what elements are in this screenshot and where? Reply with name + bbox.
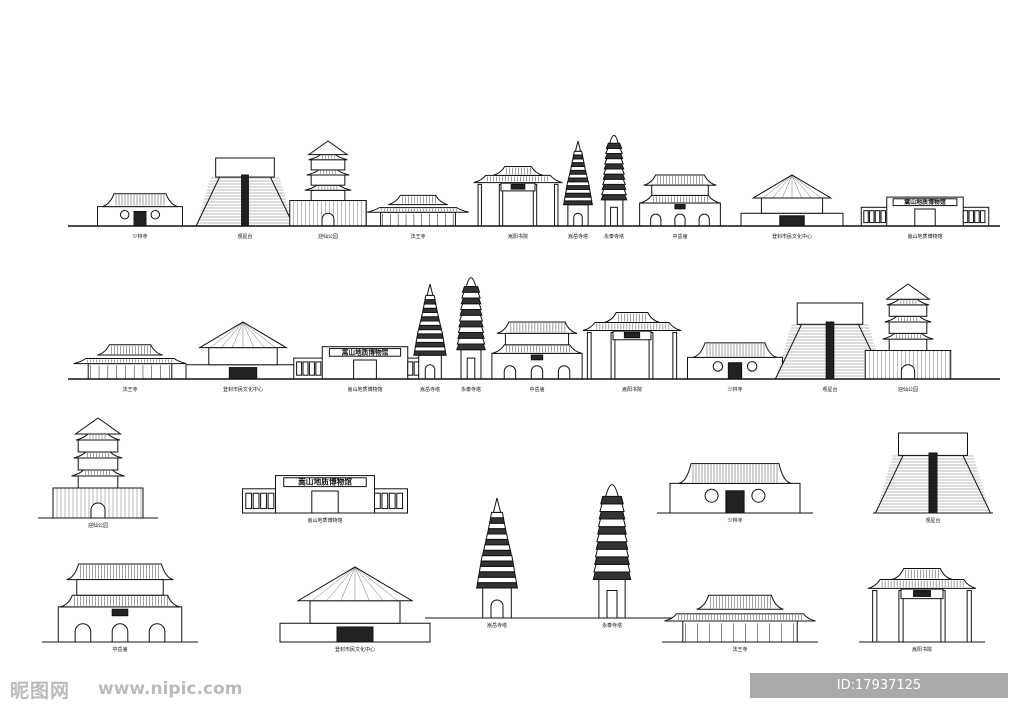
landmark-label: 法王寺 (732, 646, 747, 653)
watermark-id: ID:17937125 NO:20260313191950757108 (750, 673, 1008, 713)
landmark-civic: 登封市民文化中心 (185, 321, 301, 393)
landmark-temple: 中岳庙 (639, 174, 721, 240)
landmark-label: 法王寺 (122, 386, 137, 393)
landmark-single-wide: 法王寺 (662, 594, 818, 653)
landmark-label: 嵩阳书院 (622, 386, 642, 393)
landmark-label: 永泰寺塔 (604, 233, 624, 240)
landmark-label: 迎仙公园 (898, 386, 918, 393)
landmark-label: 中岳庙 (672, 233, 687, 240)
landmark-label: 嵩山地质博物馆 (907, 233, 942, 240)
landmark-label: 观星台 (237, 233, 252, 240)
landmark-label: 中岳庙 (529, 386, 544, 393)
landmark-label: 登封市民文化中心 (772, 233, 812, 240)
landmark-single-obs: 观星台 (873, 432, 993, 524)
landmark-slim: 永泰寺塔 (600, 134, 628, 240)
skyline-row-1: 少林寺 观星台 迎仙公园 法王寺 嵩阳书院 嵩岳寺塔 永泰寺塔 中岳庙 登封市民文化中心 嵩山地质… (68, 134, 1000, 240)
landmark-label: 嵩阳书院 (912, 646, 932, 653)
landmark-single-hall: 少林寺 (657, 463, 813, 524)
landmark-label: 嵩岳寺塔 (568, 233, 588, 240)
landmark-label: 登封市民文化中心 (335, 646, 375, 653)
landmark-civic: 登封市民文化中心 (740, 174, 844, 240)
landmark-label: 登封市民文化中心 (223, 386, 263, 393)
landmark-label: 迎仙公园 (318, 233, 338, 240)
landmark-label: 观星台 (925, 517, 940, 524)
landmark-label: 嵩山地质博物馆 (347, 386, 382, 393)
landmark-wide: 法王寺 (367, 194, 469, 240)
landmark-label: 观星台 (822, 386, 837, 393)
landmark-single-tower: 迎仙公园 (38, 417, 158, 529)
landmark-single-pagoda: 嵩岳寺塔 (425, 497, 569, 629)
museum-sign: 嵩山地质博物馆 (904, 198, 946, 206)
landmark-single-slim: 永泰寺塔 (537, 484, 687, 629)
skyline-row-2: 法王寺登封市民文化中心嵩山地质博物馆嵩山地质博物馆嵩岳寺塔永泰寺塔中岳庙嵩阳书院… (68, 277, 1000, 393)
landmark-label: 永泰寺塔 (602, 622, 622, 629)
landmark-obs: 观星台 (774, 302, 886, 393)
museum-sign: 嵩山地质博物馆 (298, 476, 352, 486)
landmark-wide: 法王寺 (73, 344, 187, 393)
landmark-tower: 迎仙公园 (864, 283, 952, 393)
landmark-hall: 少林寺 (97, 193, 183, 240)
landmark-pagoda: 嵩岳寺塔 (413, 283, 447, 393)
landmark-hall: 少林寺 (687, 342, 783, 393)
landmark-label: 嵩岳寺塔 (420, 386, 440, 393)
landmark-single-civic: 登封市民文化中心 (279, 566, 431, 653)
landmark-tower: 迎仙公园 (289, 140, 367, 240)
landmark-label: 永泰寺塔 (461, 386, 481, 393)
watermark-url: www.nipic.com (98, 679, 243, 699)
landmark-label: 迎仙公园 (88, 522, 108, 529)
landmark-label: 少林寺 (727, 386, 742, 393)
landmark-label: 嵩阳书院 (508, 233, 528, 240)
landmark-label: 嵩山地质博物馆 (307, 517, 342, 524)
landmark-label: 少林寺 (132, 233, 147, 240)
landmark-single-temple: 中岳庙 (42, 563, 198, 653)
watermark-logo: 昵图网 (10, 680, 71, 702)
landmark-slim: 永泰寺塔 (456, 277, 486, 393)
landmark-gate: 嵩阳书院 (473, 166, 563, 240)
landmark-gate: 嵩阳书院 (582, 312, 682, 393)
landmark-pagoda: 嵩岳寺塔 (562, 140, 594, 240)
landmark-temple: 中岳庙 (491, 321, 583, 393)
landmark-label: 中岳庙 (112, 646, 127, 653)
museum-sign: 嵩山地质博物馆 (342, 347, 389, 356)
landmark-label: 嵩岳寺塔 (487, 622, 507, 629)
landmark-obs: 观星台 (195, 157, 295, 240)
landmark-label: 法王寺 (410, 233, 425, 240)
landmark-label: 少林寺 (727, 517, 742, 524)
landmark-single-gate: 嵩阳书院 (859, 568, 985, 653)
